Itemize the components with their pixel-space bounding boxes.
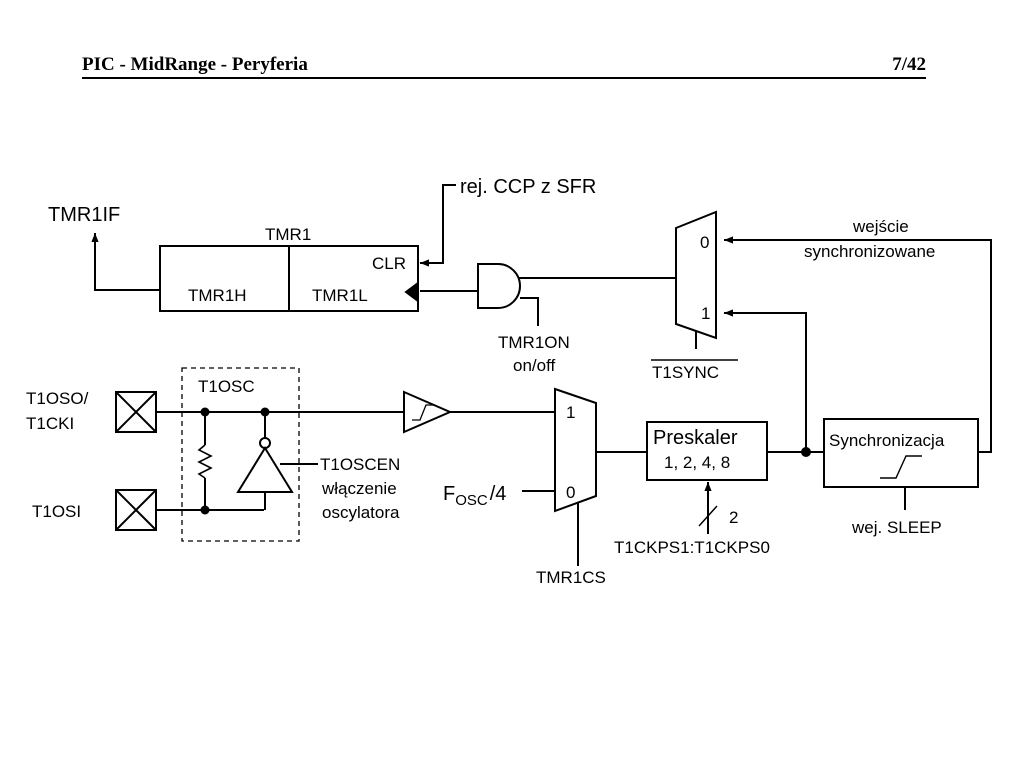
sync-input-label-2: synchronizowane [804,242,935,261]
tmr1if-label: TMR1IF [48,204,120,226]
ccp-label: rej. CCP z SFR [460,176,596,198]
sync-schmitt-symbol [880,455,922,479]
schmitt-buffer [403,390,453,434]
fosc-label: FOSC/4 [443,483,506,509]
tmr1l-clock-triangle [404,281,419,303]
tmr1on-wire [520,297,539,326]
clock-mux-0-label: 0 [566,483,575,502]
junction-dot [200,407,210,417]
tmr1l-label: TMR1L [312,286,368,305]
bus-width-label: 2 [729,508,738,527]
synchronizacja-label: Synchronizacja [829,431,945,450]
t1sync-label: T1SYNC [652,363,719,382]
junction-dot [801,447,811,457]
page-title: PIC - MidRange - Peryferia [82,54,308,75]
t1oscen-label: T1OSCEN [320,455,400,474]
junction-dot [200,505,210,515]
clock-mux [554,387,597,513]
junction-dot [260,407,270,417]
prescaler-title: Preskaler [653,427,738,449]
sync-mux-1-label: 1 [701,304,710,323]
tmr1h-label: TMR1H [188,286,247,305]
inverter [236,446,294,493]
clr-label: CLR [372,254,406,273]
t1osi-label: T1OSI [32,502,81,521]
tmr1cs-label: TMR1CS [536,568,606,587]
and-gate [477,263,521,309]
prescaler-values: 1, 2, 4, 8 [664,453,730,472]
sync-output-wire [724,236,992,453]
synchronizacja-box [823,418,979,488]
oscen-label-2: oscylatora [322,503,400,522]
tmr1if-wire [91,233,160,291]
t1oso-label-1: T1OSO/ [26,389,89,408]
sync-input-label-1: wejście [852,217,909,236]
resistor [197,444,213,479]
sleep-input-label: wej. SLEEP [851,518,942,537]
t1ckps-label: T1CKPS1:T1CKPS0 [614,538,770,557]
oscen-label-1: włączenie [321,479,397,498]
bus-slash [698,505,718,527]
tmr1-label: TMR1 [265,225,311,244]
prescaler-to-mux1-wire [724,309,807,452]
page-header: PIC - MidRange - Peryferia 7/42 [82,52,926,79]
ccp-clr-wire [420,184,456,267]
t1osc-label: T1OSC [198,377,255,396]
schmitt-symbol [412,404,434,421]
t1oso-label-2: T1CKI [26,414,74,433]
clock-mux-1-label: 1 [566,403,575,422]
t1osc-dashed-box [181,367,300,542]
sync-mux-0-label: 0 [700,233,709,252]
sync-mux [675,210,717,340]
page-number: 7/42 [892,54,926,75]
onoff-label: on/off [513,356,556,375]
tmr1on-label: TMR1ON [498,333,570,352]
